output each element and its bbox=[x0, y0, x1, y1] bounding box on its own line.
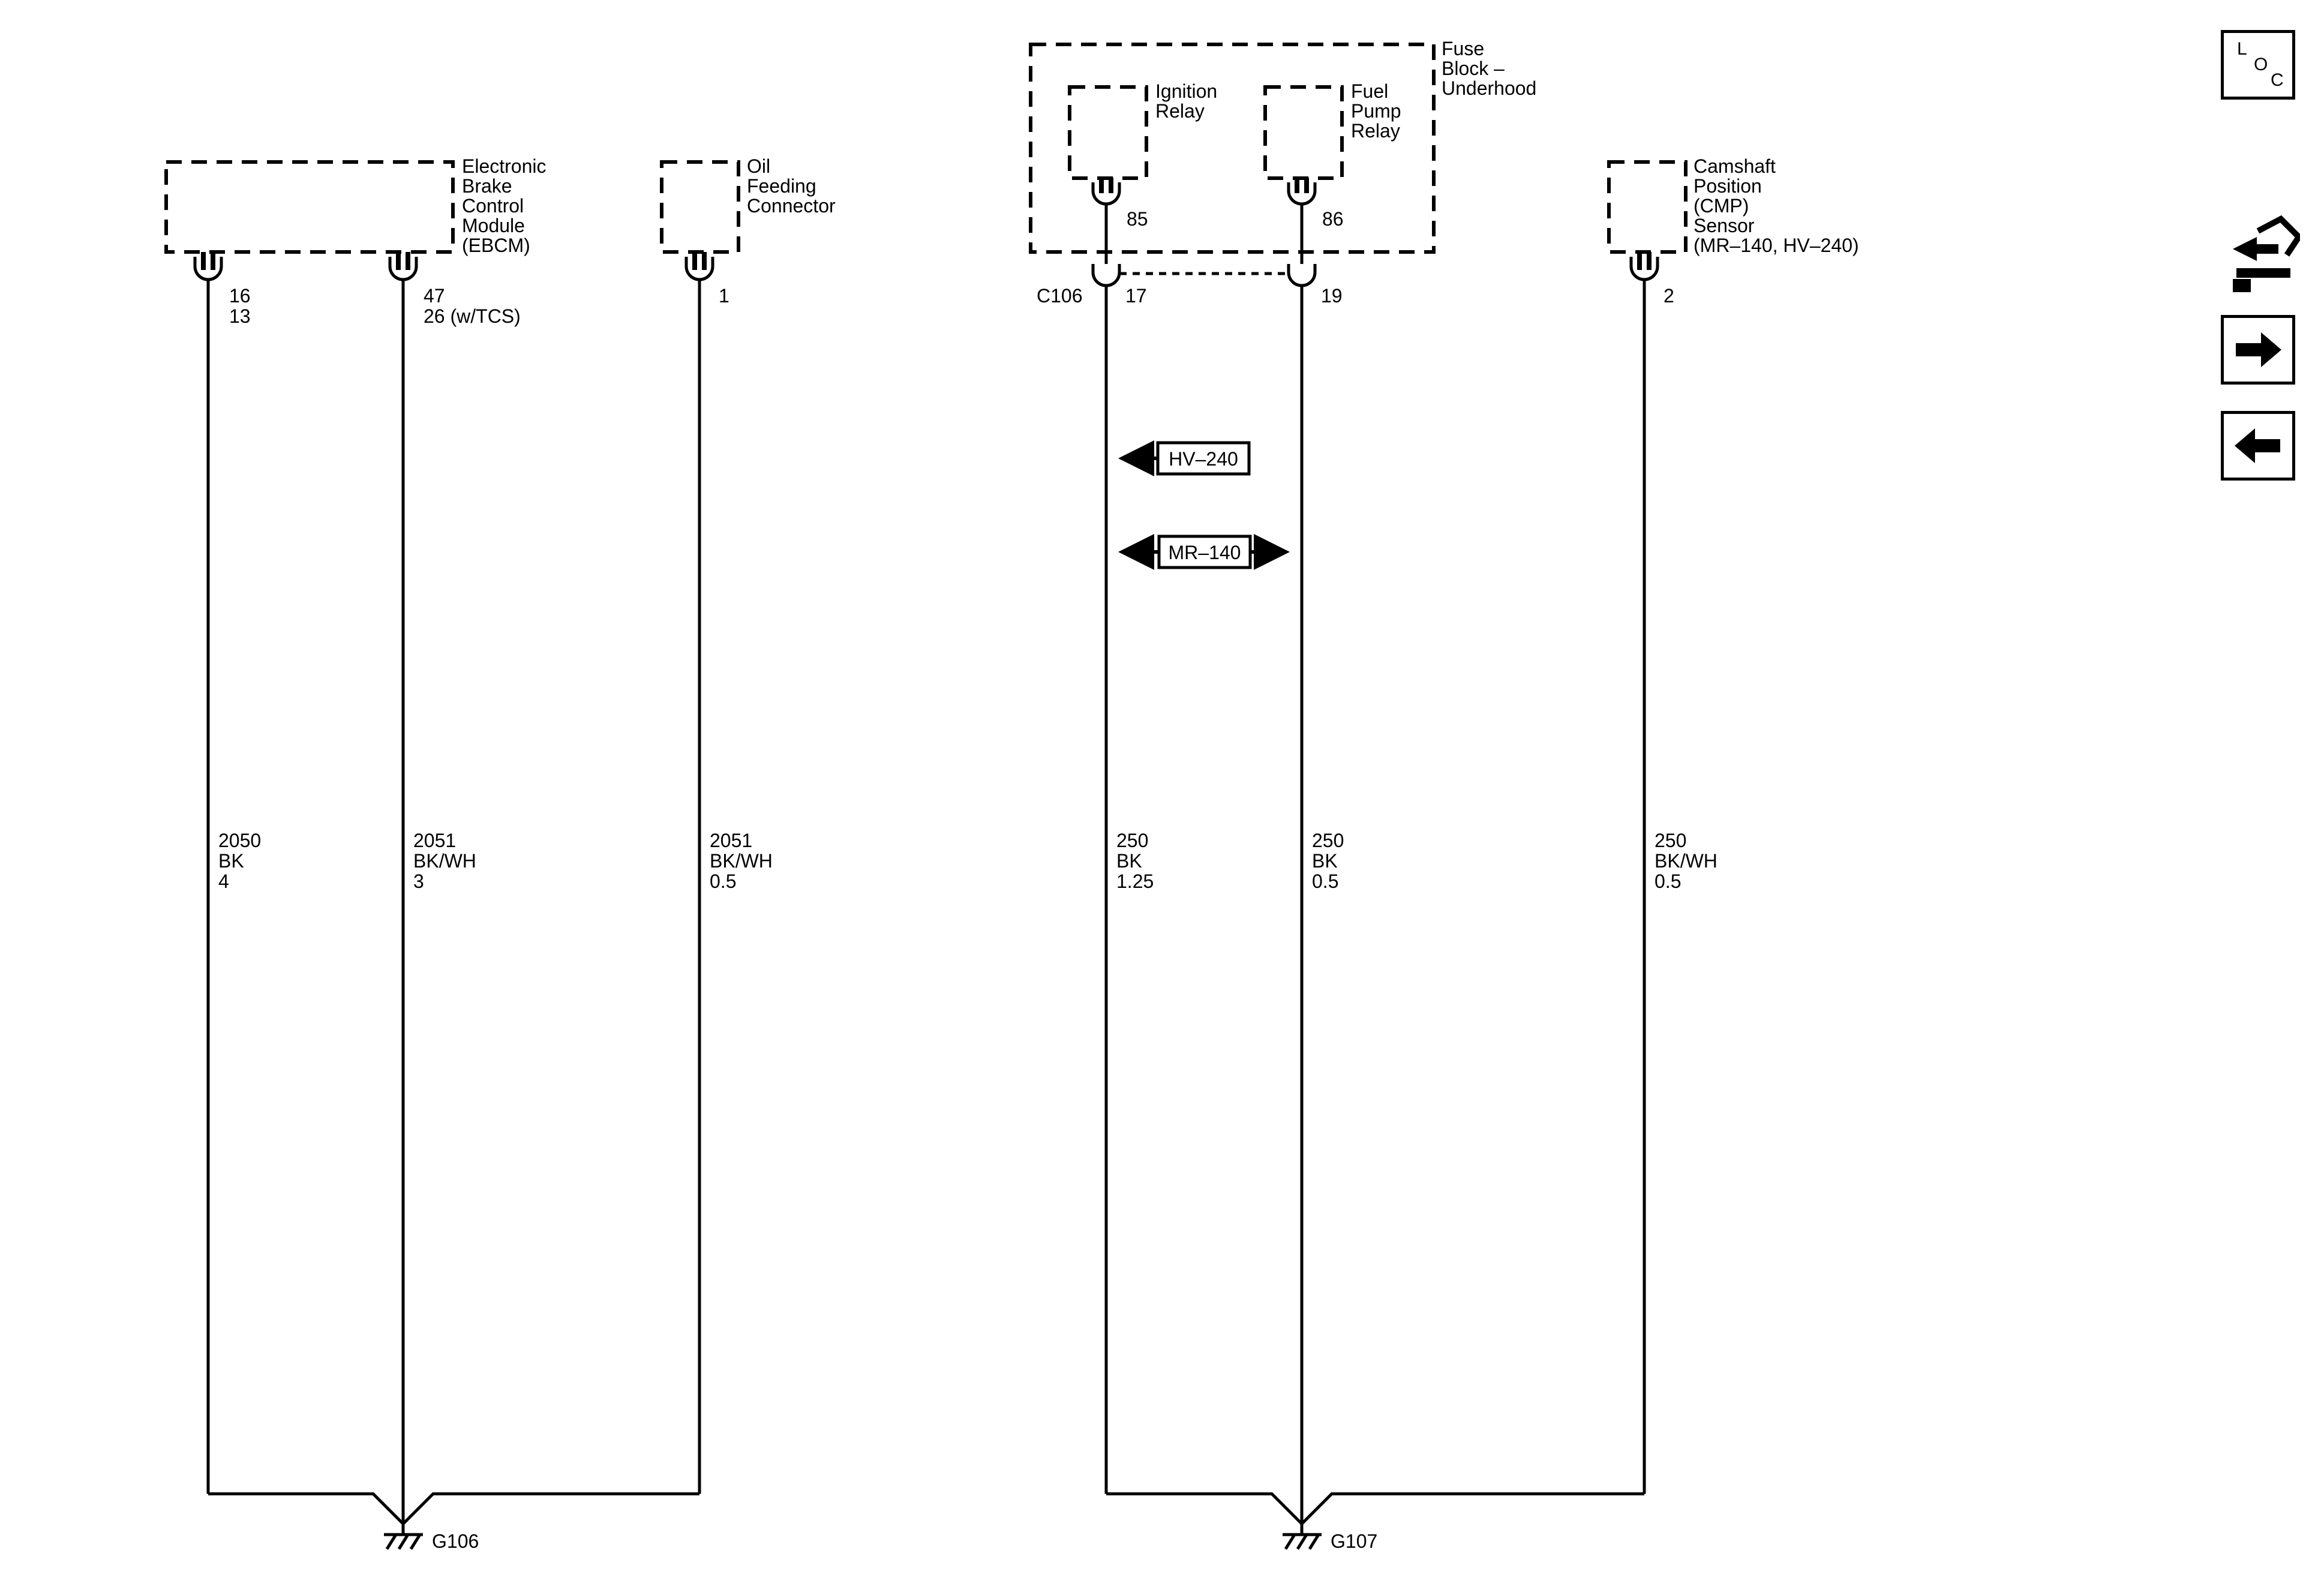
option-tag-hv-240: HV–240 bbox=[1118, 440, 1251, 476]
ground-symbol-g107 bbox=[1283, 1533, 1322, 1550]
ebcm-label: Electronic Brake Control Module (EBCM) bbox=[462, 155, 551, 256]
pin-label-ebcm-b: 47 26 (w/TCS) bbox=[424, 285, 521, 327]
previous-arrow-icon bbox=[2235, 428, 2280, 463]
terminal-oil-1 bbox=[684, 257, 714, 281]
ignition-relay-label: Ignition Relay bbox=[1155, 80, 1223, 122]
fuel-pump-relay-label: Fuel Pump Relay bbox=[1351, 80, 1406, 142]
fuse-block-box bbox=[1029, 43, 1436, 254]
pin-label-85: 85 bbox=[1127, 208, 1148, 230]
location-button[interactable]: L O C bbox=[2221, 30, 2295, 100]
wire-label-250-fuel: 250 BK 0.5 bbox=[1312, 830, 1349, 892]
location-icon-letter-o: O bbox=[2254, 55, 2268, 74]
wire-label-250-ign: 250 BK 1.25 bbox=[1116, 830, 1154, 892]
oil-connector-box bbox=[660, 160, 740, 254]
oil-connector-label: Oil Feeding Connector bbox=[747, 155, 836, 217]
pin-label-86: 86 bbox=[1322, 208, 1344, 230]
ground-symbol-g106 bbox=[384, 1533, 423, 1550]
terminal-ebcm-16 bbox=[193, 257, 223, 281]
pin-label-cmp: 2 bbox=[1664, 285, 1674, 307]
wire-label-2051-ebcm: 2051 BK/WH 3 bbox=[413, 830, 482, 892]
svg-text:HV–240: HV–240 bbox=[1169, 448, 1238, 470]
ground-bus-g107 bbox=[1106, 1492, 1644, 1526]
next-button[interactable] bbox=[2221, 315, 2295, 385]
terminal-ebcm-47 bbox=[388, 257, 418, 281]
location-icon-letter-l: L bbox=[2237, 39, 2247, 59]
terminal-relay-85 bbox=[1091, 178, 1121, 206]
fuse-block-label: Fuse Block – Underhood bbox=[1442, 38, 1536, 99]
ignition-relay-box bbox=[1068, 85, 1148, 180]
next-arrow-icon bbox=[2236, 332, 2281, 367]
pin-label-oil: 1 bbox=[719, 285, 729, 307]
location-icon-letter-c: C bbox=[2271, 70, 2284, 90]
wire-label-2051-oil: 2051 BK/WH 0.5 bbox=[710, 830, 778, 892]
option-tag-mr-140: MR–140 bbox=[1118, 534, 1290, 570]
previous-button[interactable] bbox=[2221, 411, 2295, 481]
ground-bus-g106 bbox=[208, 1492, 699, 1526]
wire-label-2050: 2050 BK 4 bbox=[218, 830, 266, 892]
terminal-c106-19 bbox=[1287, 264, 1317, 287]
cmp-sensor-label: Camshaft Position (CMP) Sensor (MR–140, … bbox=[1694, 155, 1859, 256]
pin-label-19: 19 bbox=[1321, 285, 1343, 307]
terminal-relay-86 bbox=[1287, 178, 1317, 206]
ground-label-g106: G106 bbox=[432, 1530, 479, 1552]
connector-swap-button[interactable] bbox=[2221, 213, 2303, 297]
fuel-pump-relay-box bbox=[1263, 85, 1344, 180]
connector-label-c106: C106 bbox=[1037, 285, 1083, 307]
ground-label-g107: G107 bbox=[1331, 1530, 1377, 1552]
terminal-cmp-2 bbox=[1629, 257, 1659, 281]
cmp-sensor-box bbox=[1607, 160, 1688, 254]
connector-swap-icon bbox=[2233, 215, 2303, 292]
pin-label-17: 17 bbox=[1125, 285, 1147, 307]
ebcm-box bbox=[164, 160, 455, 254]
wire-label-250-cmp: 250 BK/WH 0.5 bbox=[1655, 830, 1723, 892]
pin-label-ebcm-a: 16 13 bbox=[229, 285, 256, 327]
svg-text:MR–140: MR–140 bbox=[1169, 542, 1241, 563]
terminal-c106-17 bbox=[1091, 264, 1121, 287]
